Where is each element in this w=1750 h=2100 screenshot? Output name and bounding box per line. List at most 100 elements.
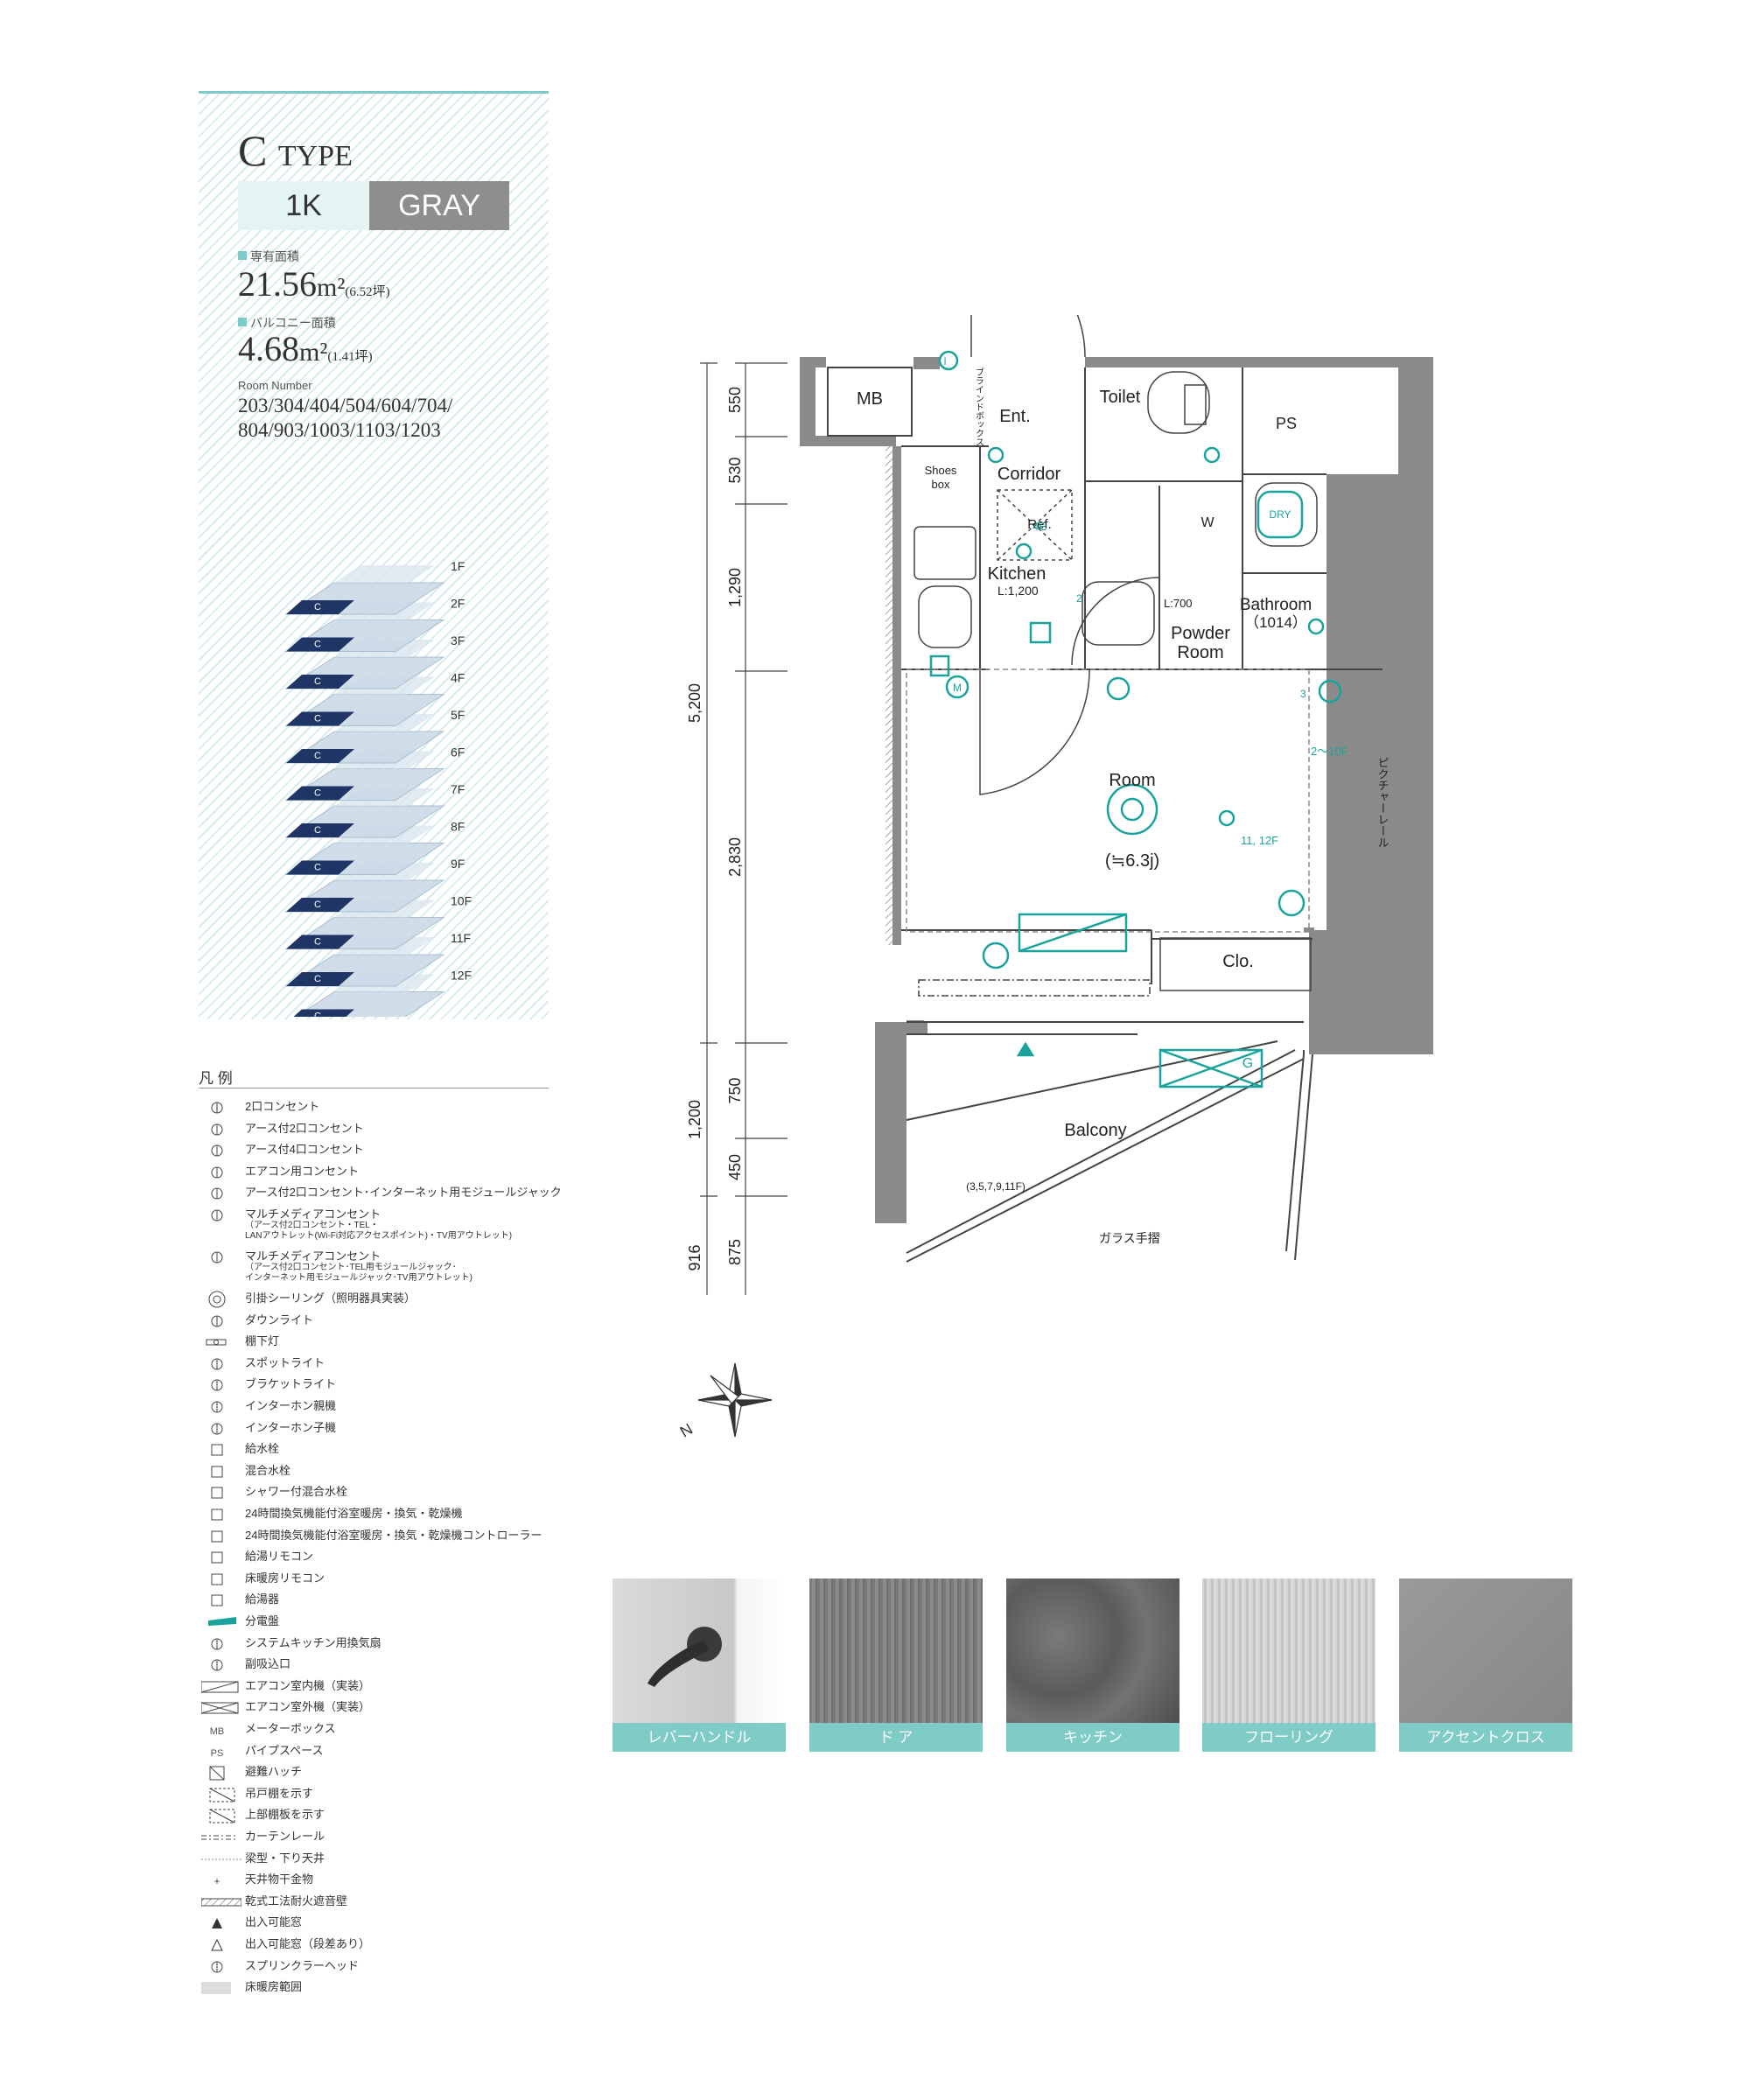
legend-item-text: インターホン親機: [245, 1399, 337, 1412]
ceiling-hook-icon: [208, 1291, 226, 1308]
floor-label: 4F: [451, 671, 465, 685]
label-l700: L:700: [1164, 597, 1193, 610]
finish-caption: キッチン: [1006, 1723, 1180, 1752]
legend-item-subtext: LANアウトレット(Wi-Fi対応アクセスポイント)・TV用アウトレット): [245, 1231, 513, 1241]
label-kitchen: Kitchen: [988, 564, 1046, 584]
legend-item-text: 分電盤: [245, 1614, 280, 1628]
exclusive-area-label: 専有面積: [238, 248, 299, 265]
unit-marker: C: [314, 863, 321, 873]
building-stack-diagram: C12FC11FC10FC9FC8FC7FC6FC5FC4FC3FC2FC1Fエ…: [284, 559, 472, 1017]
finish-flooring: フローリング: [1202, 1578, 1376, 1752]
unit-marker: C: [314, 714, 321, 724]
unit-marker: C: [314, 788, 321, 799]
floor-label: 10F: [451, 894, 472, 908]
legend-item-text: スポットライト: [245, 1355, 326, 1369]
legend-item-text: 出入可能窓（段差あり）: [245, 1937, 371, 1950]
legend-item-text: 混合水栓: [245, 1463, 291, 1477]
legend-item-text: 24時間換気機能付浴室暖房・換気・乾燥機コントローラー: [245, 1528, 542, 1542]
floor-label: 6F: [451, 746, 465, 760]
dim-vertical: 750: [726, 1077, 744, 1103]
label-num-2: 2: [1076, 592, 1082, 605]
legend-item-text: アース付4口コンセント: [245, 1143, 364, 1157]
water-heater-remote-icon: [211, 1551, 223, 1564]
finish-swatch: [1399, 1578, 1572, 1723]
legend-item-text: パイプスペース: [245, 1743, 324, 1757]
bracket-light-icon: [211, 1379, 223, 1391]
room-numbers-line1: 203/304/404/504/604/704/: [238, 395, 453, 416]
fire-wall-icon: [201, 1898, 242, 1907]
aircon-indoor-icon: [201, 1681, 239, 1693]
equipment: [929, 350, 1342, 1088]
multimedia-outlet-2-icon: [211, 1251, 223, 1264]
svg-text:+: +: [214, 1875, 220, 1887]
finish-caption: フローリング: [1202, 1723, 1376, 1752]
label-bathroom: Bathroom: [1240, 596, 1312, 614]
type-word: TYPE: [277, 140, 353, 172]
unit-info-panel: C TYPE 1K GRAY 専有面積 21.56m²(6.52坪) バルコニー…: [199, 91, 549, 1019]
label-glass-rail: ガラス手摺: [1099, 1231, 1160, 1245]
room-numbers-line2: 804/903/1003/1103/1203: [238, 419, 441, 441]
legend-item-text: スプリンクラーヘッド: [245, 1958, 360, 1972]
label-w: W: [1200, 515, 1214, 530]
window-exit-step-icon: [211, 1938, 223, 1951]
legend-item-text: 2口コンセント: [245, 1100, 320, 1113]
lever-handle-icon: [648, 1627, 722, 1687]
label-room-size: (≒6.3j): [1105, 851, 1159, 871]
intercom-sub-icon: [211, 1423, 223, 1435]
unit-marker: C: [314, 640, 321, 650]
legend-item-text: エアコン室外機（実装）: [245, 1700, 371, 1714]
ps-icon: PS: [211, 1748, 224, 1759]
legend-item-text: シャワー付混合水栓: [245, 1485, 348, 1499]
legend-item-text: 床暖房リモコン: [245, 1571, 326, 1585]
legend-item-subtext: （アース付2口コンセント･TEL用モジュールジャック･: [245, 1263, 457, 1272]
legend-item-text: 副吸込口: [245, 1657, 291, 1671]
label-ref: Ref.: [1027, 517, 1052, 532]
dim-vertical: 875: [726, 1239, 744, 1265]
legend-item-text: 床暖房範囲: [245, 1980, 303, 1994]
finish-caption: アクセントクロス: [1399, 1723, 1572, 1752]
label-powder-1: Powder: [1171, 624, 1230, 643]
curtain-rail-icon: [201, 1835, 236, 1840]
shower-faucet-icon: [211, 1487, 223, 1499]
legend-item-subtext: （アース付2口コンセント・TEL・: [245, 1221, 379, 1230]
label-powder-2: Room: [1177, 643, 1223, 662]
legend-item-text: メーターボックス: [245, 1722, 336, 1735]
floor-slab: C3F: [284, 634, 465, 690]
aircon-outlet-icon: [211, 1166, 223, 1179]
legend-item-text: 棚下灯: [245, 1334, 280, 1348]
finish-swatch: [809, 1578, 983, 1723]
label-picture-rail: ピクチャーレール: [1376, 757, 1390, 848]
legend-item-subtext: インターネット用モジュールジャック･TV用アウトレット): [245, 1273, 472, 1283]
floor-plan: MBEnt.ToiletPSShoesboxCorridorKitchenL:1…: [686, 315, 1433, 1295]
interior-lines: [827, 367, 1382, 1263]
legend-item-text: 梁型・下り天井: [245, 1851, 326, 1865]
label-intercom-i: I: [943, 355, 946, 368]
label-ent: Ent.: [999, 407, 1031, 426]
unit-marker: C: [314, 676, 321, 687]
legend-item-text: エアコン用コンセント: [245, 1164, 360, 1178]
label-num-3: 3: [1300, 688, 1306, 700]
ceiling-hanger-icon: +: [214, 1875, 220, 1887]
exclusive-area: 21.56m²(6.52坪): [238, 264, 390, 304]
label-bathroom-size: （1014）: [1244, 614, 1307, 631]
window-exit-icon: [212, 1918, 222, 1929]
legend-item-text: 避難ハッチ: [245, 1765, 303, 1779]
legend-item-text: エアコン室内機（実装）: [245, 1678, 371, 1692]
outlet-earth-4-icon: [211, 1144, 223, 1157]
outlet-earth-2-icon: [211, 1124, 223, 1136]
label-room: Room: [1109, 771, 1155, 790]
finish-caption: ド ア: [809, 1723, 983, 1752]
svg-text:PS: PS: [211, 1748, 224, 1759]
walls: [800, 357, 1433, 1223]
legend-item-text: アース付2口コンセント･インターネット用モジュールジャック: [245, 1186, 562, 1200]
legend-item-text: 天井物干金物: [245, 1872, 314, 1886]
legend-item-text: 給水栓: [245, 1442, 280, 1456]
unit-marker: C: [314, 751, 321, 761]
floor-label: 8F: [451, 820, 465, 834]
floor-label: 2F: [451, 597, 465, 611]
fixtures: [906, 371, 1318, 997]
label-balcony: Balcony: [1064, 1121, 1126, 1140]
finish-kitchen: キッチン: [1006, 1578, 1180, 1752]
legend-item-text: ブラケットライト: [245, 1377, 337, 1391]
finish-caption: レバーハンドル: [612, 1723, 786, 1752]
